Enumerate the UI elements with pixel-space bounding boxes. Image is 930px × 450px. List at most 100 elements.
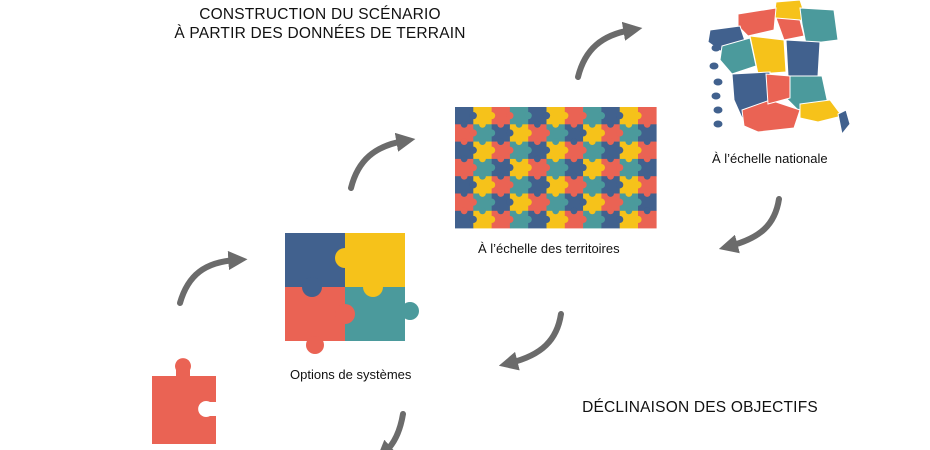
- region-auvergne: [765, 73, 791, 105]
- mosaic-piece: [509, 107, 529, 125]
- mosaic-knob: [570, 155, 578, 163]
- mosaic-knob: [542, 163, 551, 172]
- mosaic-piece: [546, 124, 566, 142]
- mosaic-knob: [469, 129, 477, 137]
- mosaic-knob: [533, 138, 541, 146]
- overseas-territory: [711, 92, 721, 100]
- mosaic-knob: [634, 163, 642, 172]
- caption-national: À l’échelle nationale: [712, 151, 828, 166]
- region-normandie: [737, 7, 777, 37]
- mosaic-piece: [473, 124, 492, 142]
- region-paca: [799, 99, 843, 123]
- mosaic-knob: [479, 172, 486, 180]
- mosaic-knob: [561, 198, 569, 206]
- mosaic-knob: [634, 112, 642, 120]
- mosaic-knob: [469, 112, 477, 120]
- mosaic-piece: [491, 210, 511, 229]
- mosaic-knob: [552, 155, 560, 163]
- mosaic-knob: [506, 181, 514, 189]
- mosaic-knob: [552, 138, 560, 146]
- mosaic-piece: [601, 107, 620, 125]
- mosaic-piece: [473, 158, 492, 177]
- mosaic-knob: [634, 198, 642, 206]
- mosaic-knob: [616, 112, 624, 120]
- mosaic-piece: [546, 141, 566, 160]
- region-centre: [749, 35, 787, 75]
- mosaic-piece: [638, 193, 657, 212]
- mosaic-knob: [616, 181, 624, 189]
- mosaic-piece: [583, 124, 602, 142]
- mosaic-knob: [570, 120, 578, 128]
- mosaic-knob: [488, 181, 496, 189]
- mosaic-knob: [524, 198, 532, 206]
- mosaic-piece: [455, 141, 474, 160]
- mosaic-knob: [552, 172, 560, 180]
- mosaic-knob: [579, 181, 587, 189]
- mosaic-knob: [533, 120, 541, 128]
- mosaic-piece: [583, 176, 602, 194]
- mosaic-knob: [561, 112, 569, 120]
- mosaic-knob: [625, 207, 633, 215]
- mosaic-knob: [479, 138, 486, 146]
- mosaic-knob: [515, 190, 523, 197]
- heading-construction-line1: CONSTRUCTION DU SCÉNARIO: [199, 6, 441, 23]
- mosaic-knob: [616, 129, 624, 137]
- mosaic-knob: [616, 146, 624, 154]
- arrow-up-2-icon: [348, 132, 416, 191]
- mosaic-knob: [497, 207, 505, 215]
- mosaic-piece: [491, 107, 511, 125]
- mosaic-knob: [469, 215, 477, 224]
- mosaic-piece: [473, 107, 492, 125]
- mosaic-knob: [579, 163, 587, 172]
- mosaic-piece: [564, 176, 584, 194]
- mosaic-knob: [616, 163, 624, 172]
- mosaic-knob: [625, 120, 633, 128]
- mosaic-piece: [583, 141, 602, 160]
- mosaic-piece: [601, 210, 620, 229]
- overseas-territory: [713, 78, 723, 86]
- mosaic-piece: [473, 176, 492, 194]
- mosaic-knob: [533, 155, 541, 163]
- mosaic-knob: [497, 120, 505, 128]
- mosaic-knob: [488, 215, 496, 224]
- mosaic-knob: [506, 198, 514, 206]
- mosaic-piece: [455, 158, 474, 177]
- mosaic-knob: [469, 146, 477, 154]
- mosaic-knob: [542, 129, 551, 137]
- mosaic-knob: [597, 163, 606, 172]
- mosaic-knob: [524, 146, 532, 154]
- mosaic-knob: [634, 181, 642, 189]
- mosaic-knob: [579, 129, 587, 137]
- mosaic-knob: [542, 181, 551, 189]
- region-grand-est: [799, 7, 839, 45]
- mosaic-knob: [488, 198, 496, 206]
- mosaic-knob: [497, 172, 505, 180]
- mosaic-knob: [579, 198, 587, 206]
- overseas-territory: [713, 120, 723, 128]
- mosaic-piece: [455, 193, 474, 212]
- mosaic-piece: [509, 158, 529, 177]
- mosaic-knob: [506, 146, 514, 154]
- mosaic-knob: [588, 120, 596, 128]
- mosaic-piece: [528, 158, 547, 177]
- mosaic-piece: [491, 193, 511, 212]
- mosaic-knob: [570, 172, 578, 180]
- heading-declinaison: DÉCLINAISON DES OBJECTIFS: [582, 399, 818, 416]
- mosaic-knob: [579, 146, 587, 154]
- mosaic-knob: [625, 138, 633, 146]
- mosaic-knob: [552, 190, 560, 197]
- mosaic-knob: [579, 215, 587, 224]
- mosaic-piece: [455, 176, 474, 194]
- mosaic-piece: [638, 141, 657, 160]
- mosaic-piece: [619, 210, 639, 229]
- mosaic-knob: [497, 138, 505, 146]
- mosaic-piece: [473, 210, 492, 229]
- mosaic-knob: [579, 112, 587, 120]
- mosaic-knob: [469, 198, 477, 206]
- mosaic-piece: [601, 141, 620, 160]
- mosaic-piece: [619, 158, 639, 177]
- mosaic-knob: [488, 146, 496, 154]
- mosaic-knob: [588, 138, 596, 146]
- mosaic-piece: [619, 176, 639, 194]
